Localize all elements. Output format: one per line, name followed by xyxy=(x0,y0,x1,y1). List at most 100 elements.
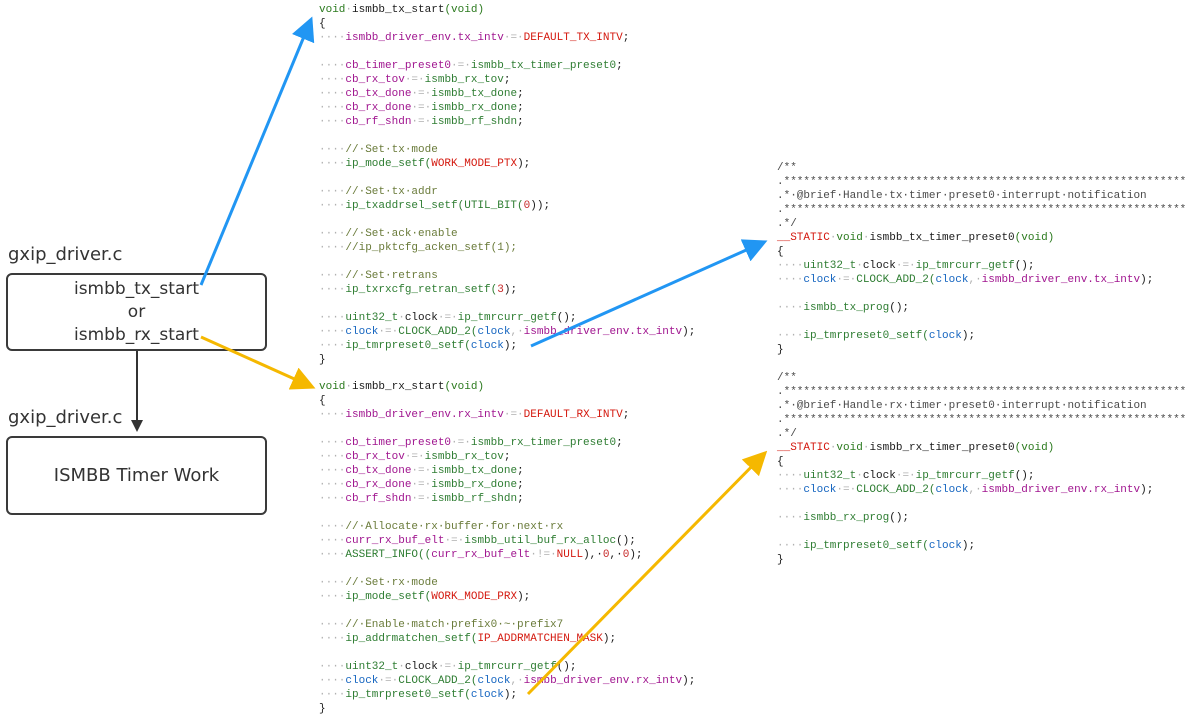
code-token: //·Enable·match·prefix0·~·prefix7 xyxy=(345,619,564,631)
code-token: ismbb_tx_timer_preset0 xyxy=(470,60,617,72)
code-token: } xyxy=(319,703,326,715)
code-token: .***************************************… xyxy=(777,176,1186,188)
code-token: clock xyxy=(470,689,504,701)
code-token: .***************************************… xyxy=(777,386,1186,398)
code-token: .***************************************… xyxy=(777,204,1186,216)
code-token: .*/ xyxy=(777,218,797,230)
code-token: void xyxy=(836,232,863,244)
code-token: ismbb_rx_tov xyxy=(424,74,504,86)
code-token: · xyxy=(345,381,353,393)
code-token: //·Set·rx·mode xyxy=(345,577,438,589)
code-token: ···· xyxy=(319,326,346,338)
code-line: ····cb_rx_tov·=·ismbb_rx_tov; xyxy=(319,73,695,87)
code-token: ip_mode_setf( xyxy=(345,591,432,603)
code-token: ip_tmrpreset0_setf( xyxy=(345,340,471,352)
arrow-tx-preset-to-isr xyxy=(530,239,768,348)
code-token: ···· xyxy=(319,633,346,645)
code-token: ismbb_tx_start xyxy=(352,4,445,16)
code-block-rx-timer-isr: /**.************************************… xyxy=(777,371,1186,567)
code-token: ···· xyxy=(319,144,346,156)
code-token: ···· xyxy=(319,619,346,631)
code-token: ·=· xyxy=(895,470,916,482)
code-line: ····clock·=·CLOCK_ADD_2(clock,·ismbb_dri… xyxy=(319,674,695,688)
code-line: ····clock·=·CLOCK_ADD_2(clock,·ismbb_dri… xyxy=(319,325,695,339)
code-token: WORK_MODE_PTX xyxy=(431,158,518,170)
code-line: ····curr_rx_buf_elt·=·ismbb_util_buf_rx_… xyxy=(319,534,695,548)
code-token: ·=· xyxy=(378,326,399,338)
code-token: ismbb_rx_prog xyxy=(803,512,890,524)
code-token: ip_tmrcurr_getf xyxy=(457,312,557,324)
code-token: · xyxy=(398,312,405,324)
code-token: ip_tmrcurr_getf xyxy=(915,260,1015,272)
arrow-tx-start-to-code xyxy=(199,16,315,286)
code-token: clock xyxy=(345,326,379,338)
start-box-rx-label: ismbb_rx_start xyxy=(74,324,199,345)
code-line: .*/ xyxy=(777,217,1186,231)
code-line: } xyxy=(777,343,1186,357)
code-token: ; xyxy=(622,32,630,44)
code-token: cb_tx_done xyxy=(345,465,412,477)
code-token: //ip_pktcfg_acken_setf(1); xyxy=(345,242,518,254)
code-token: clock xyxy=(404,661,438,673)
code-token: ip_txaddrsel_setf(UTIL_BIT( xyxy=(345,200,524,212)
start-function-box: ismbb_tx_start or ismbb_rx_start xyxy=(6,273,267,351)
code-token: clock xyxy=(470,340,504,352)
code-token: ···· xyxy=(319,340,346,352)
code-token: ; xyxy=(517,465,524,477)
code-token: ); xyxy=(961,330,976,342)
code-token: uint32_t xyxy=(345,661,399,673)
code-line: ····ismbb_driver_env.rx_intv·=·DEFAULT_R… xyxy=(319,408,695,422)
code-line: ····cb_rx_tov·=·ismbb_rx_tov; xyxy=(319,450,695,464)
code-token: NULL xyxy=(556,549,584,561)
code-token: ismbb_rx_tov xyxy=(424,451,504,463)
code-token: ·=· xyxy=(836,484,857,496)
code-token: void xyxy=(319,4,346,16)
code-token: .*·@brief·Handle·tx·timer·preset0·interr… xyxy=(777,190,1147,202)
code-token: ); xyxy=(602,633,617,645)
code-block-tx-start: void·ismbb_tx_start(void){····ismbb_driv… xyxy=(319,3,695,367)
code-token: (); xyxy=(889,302,910,314)
code-token: ···· xyxy=(319,242,346,254)
code-line: { xyxy=(319,394,695,408)
code-token: (); xyxy=(556,661,577,673)
code-line: ····ip_addrmatchen_setf(IP_ADDRMATCHEN_M… xyxy=(319,632,695,646)
code-token: DEFAULT_TX_INTV xyxy=(523,32,623,44)
code-line: ····//·Enable·match·prefix0·~·prefix7 xyxy=(319,618,695,632)
code-token: ···· xyxy=(319,74,346,86)
code-token: ismbb_rx_start xyxy=(352,381,445,393)
code-token: curr_rx_buf_elt xyxy=(431,549,531,561)
code-line: ····cb_tx_done·=·ismbb_tx_done; xyxy=(319,87,695,101)
code-token: (); xyxy=(1014,260,1035,272)
code-token: ···· xyxy=(777,330,804,342)
code-token: cb_rf_shdn xyxy=(345,493,412,505)
code-token: (); xyxy=(556,312,577,324)
code-token: (); xyxy=(1014,470,1035,482)
code-line: __STATIC·void·ismbb_rx_timer_preset0(voi… xyxy=(777,441,1186,455)
code-token: clock xyxy=(803,274,837,286)
code-token: CLOCK_ADD_2( xyxy=(856,484,936,496)
code-token: __STATIC xyxy=(777,442,830,454)
code-token: clock xyxy=(928,540,962,552)
code-token: ·=· xyxy=(411,479,432,491)
code-line: ····uint32_t·clock·=·ip_tmrcurr_getf(); xyxy=(777,259,1186,273)
code-line: ····cb_timer_preset0·=·ismbb_rx_timer_pr… xyxy=(319,436,695,450)
code-line: ····cb_rf_shdn·=·ismbb_rf_shdn; xyxy=(319,115,695,129)
code-token: __STATIC xyxy=(777,232,830,244)
code-token: · xyxy=(345,4,353,16)
code-token: ·=· xyxy=(404,451,425,463)
code-line: ····cb_timer_preset0·=·ismbb_tx_timer_pr… xyxy=(319,59,695,73)
code-line: ····ip_mode_setf(WORK_MODE_PTX); xyxy=(319,157,695,171)
code-line: ····ip_tmrpreset0_setf(clock); xyxy=(319,688,695,702)
code-token: IP_ADDRMATCHEN_MASK xyxy=(477,633,603,645)
code-token: .*·@brief·Handle·rx·timer·preset0·interr… xyxy=(777,400,1147,412)
code-token: ismbb_rx_done xyxy=(431,102,518,114)
code-token: //·Set·ack·enable xyxy=(345,228,458,240)
code-token: clock xyxy=(803,484,837,496)
code-token: ; xyxy=(517,88,524,100)
code-line: ····ip_txaddrsel_setf(UTIL_BIT(0)); xyxy=(319,199,695,213)
code-line: ····ASSERT_INFO((curr_rx_buf_elt·!=·NULL… xyxy=(319,548,695,562)
code-token: CLOCK_ADD_2( xyxy=(856,274,936,286)
code-line: } xyxy=(319,353,695,367)
code-token: · xyxy=(829,232,837,244)
code-token: ,· xyxy=(968,484,982,496)
